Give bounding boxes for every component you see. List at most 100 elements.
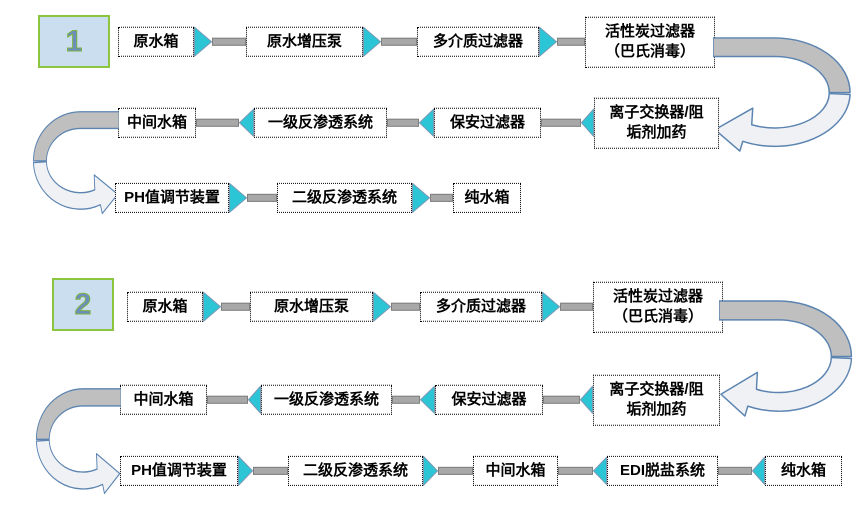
- node-label: 离子交换器/阻: [609, 103, 704, 121]
- node-first-stage-ro-system: 一级反渗透系统: [261, 384, 392, 416]
- node-multimedia-filter: 多介质过滤器: [420, 291, 542, 323]
- node-raw-water-tank: 原水箱: [127, 291, 203, 323]
- connector-line: [381, 38, 417, 46]
- d1-row3: PH值调节装置 二级反渗透系统 纯水箱: [115, 182, 521, 214]
- flow-arrow-left-icon: [239, 109, 255, 137]
- node-label: 纯水箱: [464, 188, 510, 206]
- connector-line: [247, 194, 277, 202]
- flow-arrow-right-icon: [194, 27, 212, 57]
- d2-row2: 中间水箱 一级反渗透系统 保安过滤器 离子交换器/阻 垢剂加药: [120, 374, 720, 426]
- node-label: 离子交换器/阻: [609, 380, 704, 398]
- curved-u-turn-down-left-icon: [713, 37, 851, 152]
- step-number-badge-2: 2: [52, 278, 114, 331]
- node-label: （巴氏消毒）: [604, 43, 695, 60]
- flow-arrow-left-icon: [419, 109, 435, 137]
- flow-arrow-left-icon: [580, 386, 593, 414]
- connector-line: [558, 467, 593, 475]
- node-label: 一级反渗透系统: [268, 113, 374, 131]
- node-security-filter: 保安过滤器: [434, 107, 542, 139]
- node-raw-water-booster-pump: 原水增压泵: [246, 26, 363, 58]
- node-label: 多介质过滤器: [432, 32, 523, 50]
- node-label: PH值调节装置: [131, 461, 227, 479]
- connector-line: [541, 119, 582, 127]
- node-intermediate-water-tank: 中间水箱: [120, 384, 207, 416]
- node-ion-exchanger-antiscalant-dosing: 离子交换器/阻 垢剂加药: [594, 97, 720, 149]
- step-number-label: 1: [65, 24, 83, 58]
- flow-arrow-right-icon: [203, 292, 221, 322]
- d1-row1: 原水箱 原水增压泵 多介质过滤器 活性炭过滤器 （巴氏消毒）: [118, 16, 715, 68]
- flow-arrow-left-icon: [420, 386, 435, 414]
- connector-line: [557, 38, 585, 46]
- node-first-stage-ro-system: 一级反渗透系统: [254, 107, 388, 139]
- curved-u-turn-down-right-icon: [35, 388, 121, 495]
- connector-line: [196, 119, 240, 127]
- node-label: 中间水箱: [127, 113, 188, 131]
- node-multimedia-filter: 多介质过滤器: [417, 26, 539, 58]
- flow-arrow-right-icon: [229, 183, 247, 213]
- flow-arrow-right-icon: [363, 27, 381, 57]
- flow-arrow-right-icon: [423, 456, 438, 486]
- node-label: 原水增压泵: [273, 297, 349, 315]
- flow-arrow-right-icon: [542, 292, 560, 322]
- flow-arrow-right-icon: [539, 27, 557, 57]
- connector-line: [212, 38, 246, 46]
- node-label: 活性炭过滤器: [604, 22, 695, 40]
- node-label: 二级反渗透系统: [302, 461, 408, 479]
- node-label: （巴氏消毒）: [612, 308, 703, 325]
- node-label: 多介质过滤器: [435, 297, 526, 315]
- node-second-stage-ro-system: 二级反渗透系统: [277, 182, 412, 214]
- step-number-label: 2: [74, 287, 92, 321]
- node-label: 原水箱: [142, 297, 188, 315]
- node-label: 纯水箱: [780, 461, 826, 479]
- node-edi-desalting-system: EDI脱盐系统: [607, 455, 718, 487]
- flow-arrow-left-icon: [581, 109, 595, 137]
- node-ion-exchanger-antiscalant-dosing: 离子交换器/阻 垢剂加药: [593, 374, 720, 426]
- d1-row2: 中间水箱 一级反渗透系统 保安过滤器 离子交换器/阻 垢剂加药: [118, 97, 720, 149]
- node-label: 一级反渗透系统: [273, 390, 379, 408]
- d2-row1: 原水箱 原水增压泵 多介质过滤器 活性炭过滤器 （巴氏消毒）: [127, 281, 723, 333]
- connector-line: [253, 467, 288, 475]
- flow-arrow-right-icon: [373, 292, 391, 322]
- connector-line: [438, 467, 473, 475]
- d2-row3: PH值调节装置 二级反渗透系统 中间水箱 EDI脱盐系统 纯水箱: [120, 455, 842, 487]
- node-label: 原水箱: [133, 32, 179, 50]
- connector-line: [560, 303, 593, 311]
- connector-line: [430, 194, 453, 202]
- step-number-badge-1: 1: [38, 15, 110, 68]
- connector-line: [207, 396, 248, 404]
- node-label: PH值调节装置: [124, 188, 220, 206]
- node-label: 垢剂加药: [626, 401, 687, 418]
- flow-arrow-left-icon: [593, 457, 607, 485]
- node-label: 中间水箱: [133, 390, 194, 408]
- node-ph-adjustment-device: PH值调节装置: [120, 455, 238, 487]
- node-intermediate-water-tank: 中间水箱: [473, 455, 558, 487]
- node-ph-adjustment-device: PH值调节装置: [115, 182, 229, 214]
- node-pure-water-tank: 纯水箱: [765, 455, 842, 487]
- node-pure-water-tank: 纯水箱: [453, 182, 521, 214]
- node-label: 原水增压泵: [266, 32, 342, 50]
- flow-arrow-right-icon: [412, 183, 430, 213]
- connector-line: [387, 119, 420, 127]
- node-label: 中间水箱: [485, 461, 546, 479]
- node-activated-carbon-filter: 活性炭过滤器 （巴氏消毒）: [585, 16, 715, 68]
- node-raw-water-tank: 原水箱: [118, 26, 194, 58]
- flow-arrow-right-icon: [238, 456, 253, 486]
- connector-line: [221, 303, 250, 311]
- node-intermediate-water-tank: 中间水箱: [118, 107, 197, 139]
- node-label: 保安过滤器: [451, 390, 527, 408]
- node-security-filter: 保安过滤器: [435, 384, 543, 416]
- connector-line: [718, 467, 752, 475]
- flow-arrow-left-icon: [752, 457, 765, 485]
- node-label: 保安过滤器: [450, 113, 526, 131]
- connector-line: [391, 303, 420, 311]
- curved-u-turn-down-right-icon: [32, 111, 119, 215]
- node-label: 垢剂加药: [626, 124, 687, 141]
- node-activated-carbon-filter: 活性炭过滤器 （巴氏消毒）: [593, 281, 723, 333]
- node-raw-water-booster-pump: 原水增压泵: [250, 291, 373, 323]
- node-second-stage-ro-system: 二级反渗透系统: [288, 455, 423, 487]
- node-label: EDI脱盐系统: [619, 461, 705, 479]
- curved-u-turn-down-left-icon: [719, 300, 853, 417]
- flow-arrow-left-icon: [248, 386, 261, 414]
- connector-line: [392, 396, 420, 404]
